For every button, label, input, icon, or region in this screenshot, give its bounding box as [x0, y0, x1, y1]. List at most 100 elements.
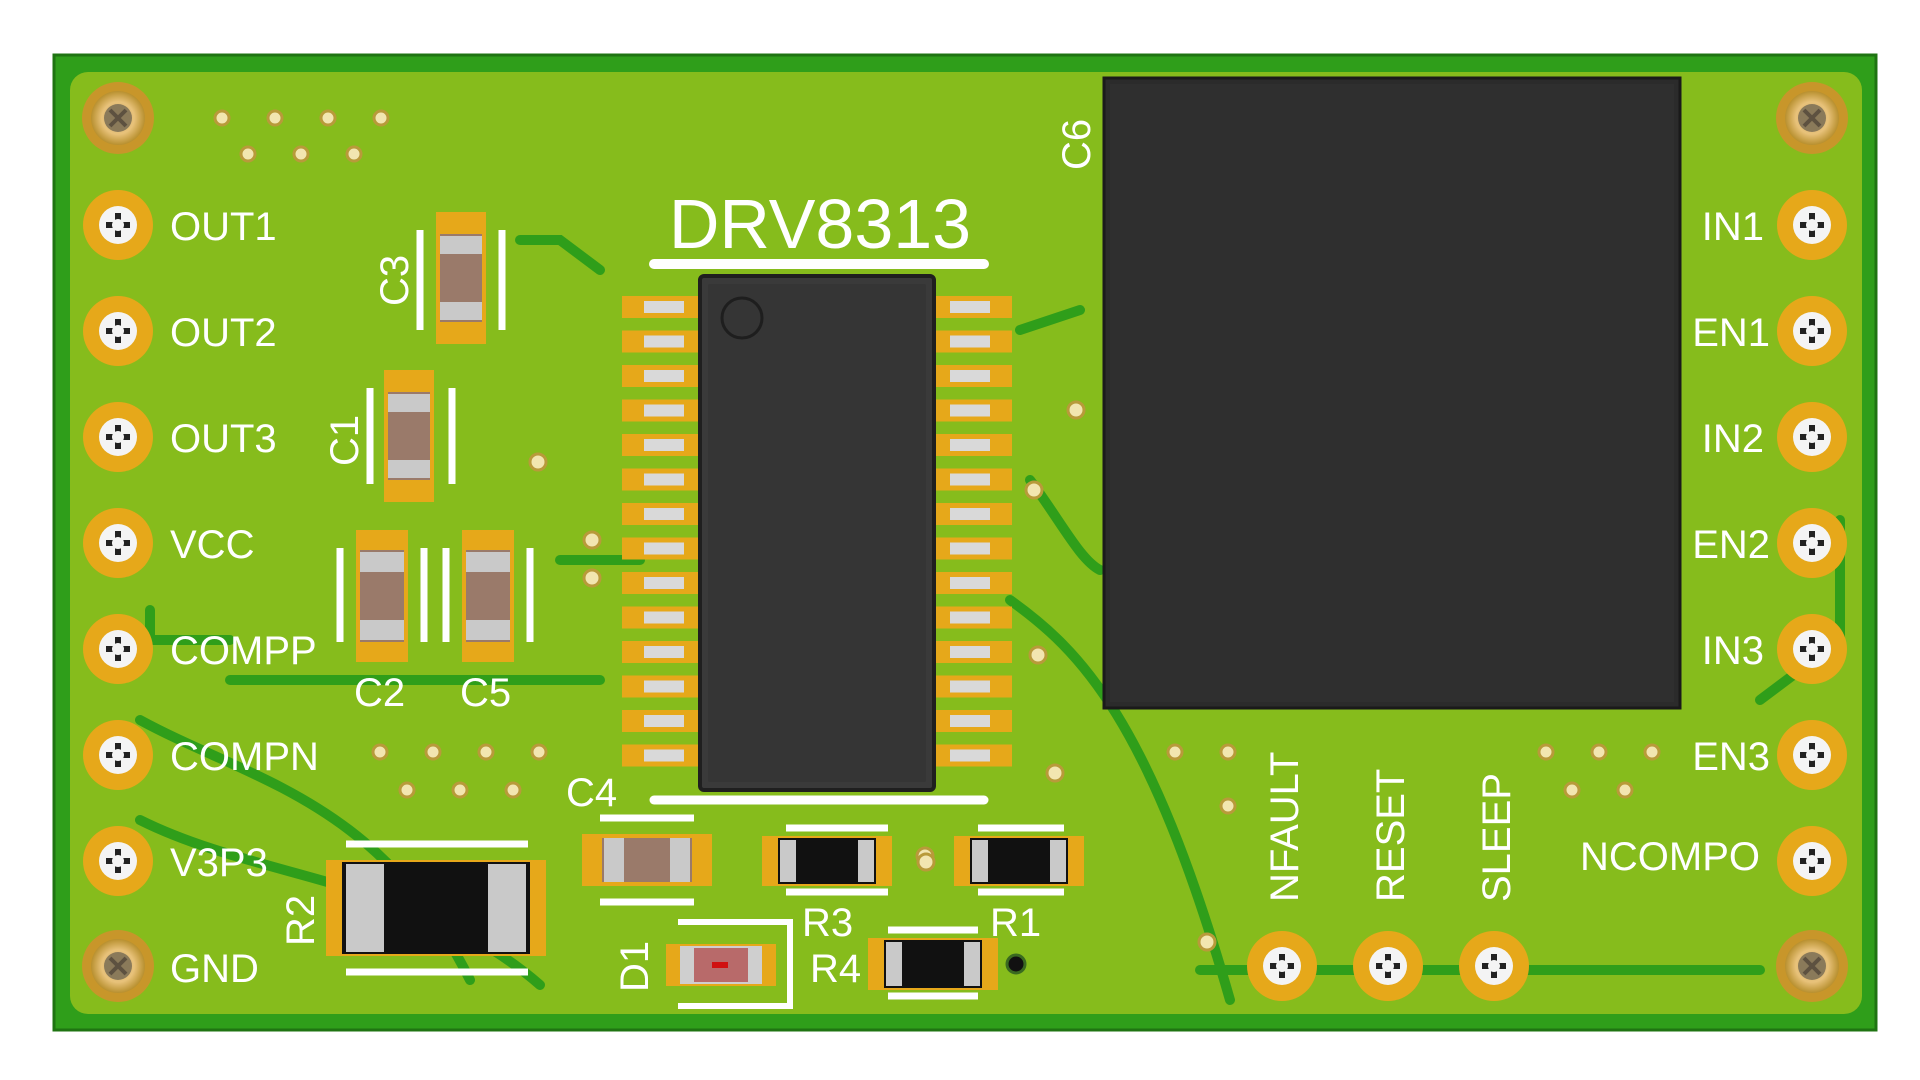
ic-body-top [708, 284, 926, 782]
pin-label-sleep: SLEEP [1475, 773, 1519, 902]
left-pin-labels: OUT1 OUT2 OUT3 VCC COMPP COMPN V3P3 GND [170, 205, 319, 991]
pin1-marker-icon [720, 296, 764, 340]
pin-hole-left [83, 614, 153, 684]
pin-label-en2: EN2 [1692, 523, 1770, 567]
d1-diode: D1 [613, 919, 793, 1009]
c6-module: C6 [1055, 76, 1682, 710]
pin-label-in2: IN2 [1702, 417, 1764, 461]
ic-lead [644, 542, 684, 555]
pin-hole-bottom [1247, 931, 1317, 1001]
pin-label-gnd: GND [170, 947, 259, 991]
r1-resistor: R1 [954, 824, 1084, 945]
r4-resistor: R4 [810, 926, 998, 1000]
ic-lead [644, 577, 684, 589]
ic-lead [644, 508, 684, 520]
d1-designator: D1 [613, 941, 657, 992]
ic-lead [950, 335, 990, 348]
pin-label-vcc: VCC [170, 523, 254, 567]
pin-hole-right [1777, 296, 1847, 366]
pin-label-in3: IN3 [1702, 629, 1764, 673]
ic-lead [644, 404, 684, 417]
r4-designator: R4 [810, 947, 861, 991]
c3-capacitor: C3 [373, 212, 506, 344]
ic-lead [644, 335, 684, 348]
pin-label-en3: EN3 [1692, 735, 1770, 779]
r3-resistor: R3 [762, 824, 892, 945]
drv8313-ic: DRV8313 [622, 185, 1012, 805]
pin-hole-left [83, 826, 153, 896]
pin-label-nfault: NFAULT [1263, 752, 1307, 902]
pin-label-compn: COMPN [170, 735, 319, 779]
ic-lead [644, 611, 684, 624]
r1-designator: R1 [990, 901, 1041, 945]
ic-pads [622, 296, 1012, 767]
pin-label-v3p3: V3P3 [170, 841, 268, 885]
c5-capacitor: C5 [442, 530, 534, 715]
ic-lead [950, 646, 990, 658]
ic-lead [950, 301, 990, 313]
ic-lead [950, 542, 990, 555]
chip-label: DRV8313 [669, 185, 971, 263]
c6-body-top [1110, 84, 1674, 702]
ic-lead [644, 370, 684, 382]
pin-hole-right [1777, 614, 1847, 684]
ic-lead [644, 439, 684, 451]
pin-hole-left [83, 190, 153, 260]
c2-designator: C2 [354, 671, 405, 715]
pin-hole-right [1777, 508, 1847, 578]
pin-hole-bottom [1459, 931, 1529, 1001]
r2-resistor: R2 [279, 840, 546, 976]
pin-hole-left [83, 720, 153, 790]
right-pin-holes [1777, 190, 1847, 896]
ic-lead [950, 439, 990, 451]
pin-label-ncompo: NCOMPO [1580, 835, 1760, 879]
r2-designator: R2 [279, 895, 323, 946]
c6-designator: C6 [1055, 119, 1099, 170]
pin-label-reset: RESET [1369, 769, 1413, 902]
mounting-hole-tl [82, 82, 154, 154]
ic-lead [644, 301, 684, 313]
c4-designator: C4 [566, 771, 617, 815]
c1-designator: C1 [323, 415, 367, 466]
ic-lead [950, 473, 990, 486]
pin-hole-right [1777, 826, 1847, 896]
ic-lead [950, 508, 990, 520]
ic-lead [950, 370, 990, 382]
bottom-pin-holes [1247, 931, 1529, 1001]
ic-lead [644, 646, 684, 658]
pin-hole-left [83, 508, 153, 578]
ic-lead [950, 680, 990, 693]
right-pin-labels: IN1 EN1 IN2 EN2 IN3 EN3 NCOMPO [1580, 205, 1770, 879]
ic-lead [950, 715, 990, 727]
pin-label-out2: OUT2 [170, 311, 277, 355]
c3-designator: C3 [373, 255, 417, 306]
pin-hole-left [83, 296, 153, 366]
ic-lead [644, 715, 684, 727]
c4-capacitor: C4 [566, 771, 712, 906]
pin-hole-right [1777, 720, 1847, 790]
ic-lead [644, 749, 684, 762]
ic-lead [950, 577, 990, 589]
via-near-r4 [1005, 953, 1027, 975]
c5-designator: C5 [460, 671, 511, 715]
bottom-pin-labels: NFAULT RESET SLEEP [1263, 752, 1519, 902]
r3-designator: R3 [802, 901, 853, 945]
pin-hole-right [1777, 190, 1847, 260]
pin-label-in1: IN1 [1702, 205, 1764, 249]
top-vias [213, 109, 1661, 952]
ic-lead [950, 404, 990, 417]
mounting-hole-bl [82, 930, 154, 1002]
pin-label-out1: OUT1 [170, 205, 277, 249]
pin-hole-left [83, 402, 153, 472]
pin-label-compp: COMPP [170, 629, 317, 673]
ic-lead [644, 680, 684, 693]
pin-hole-right [1777, 402, 1847, 472]
pin-hole-bottom [1353, 931, 1423, 1001]
mounting-hole-br [1776, 930, 1848, 1002]
via-between-r3-r1 [916, 852, 936, 872]
pin-label-en1: EN1 [1692, 311, 1770, 355]
mounting-holes [82, 82, 1848, 1002]
pin-label-out3: OUT3 [170, 417, 277, 461]
ic-lead [950, 611, 990, 624]
